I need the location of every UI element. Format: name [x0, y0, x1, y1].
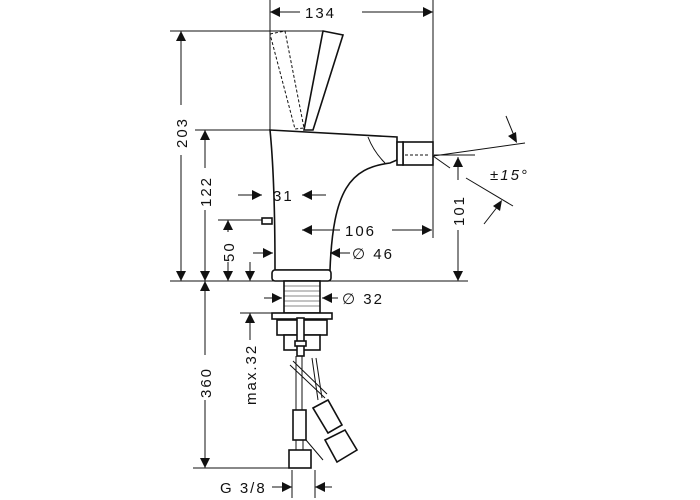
dimension-g38: G 3/8 [220, 470, 332, 498]
dim-hose-length: 360 [198, 367, 215, 398]
dimension-diameter-32: ∅ 32 [264, 291, 384, 308]
dim-pin-height: 50 [221, 241, 238, 262]
dim-spout-height: 101 [451, 195, 468, 226]
dimension-122: 122 [198, 130, 215, 281]
dim-height-body: 122 [198, 176, 215, 207]
dimension-angle: ±15° [432, 115, 529, 225]
faucet-body [261, 30, 434, 282]
dimension-31: 31 [238, 188, 326, 205]
dimension-diameter-46: ∅ 46 [253, 246, 394, 263]
dim-hose-thread: G 3/8 [220, 480, 267, 497]
dimension-max-32: max.32 [243, 313, 260, 405]
dimension-101: 101 [451, 157, 468, 281]
shank-and-hoses [271, 280, 359, 469]
dimension-203: 203 [174, 31, 191, 281]
dimension-134: 134 [270, 5, 433, 22]
dimension-360: 360 [198, 281, 215, 468]
dim-width-total: 134 [305, 5, 336, 22]
dim-pin-offset: 31 [273, 188, 294, 205]
dimension-50: 50 [221, 220, 255, 281]
dim-height-total: 203 [174, 117, 191, 148]
dim-base-diameter: ∅ 46 [352, 246, 394, 263]
dim-spout-reach: 106 [345, 223, 376, 240]
dimension-106: 106 [302, 223, 432, 240]
dim-max-deck: max.32 [243, 344, 260, 405]
dim-spout-angle: ±15° [490, 167, 529, 184]
dim-shank-diameter: ∅ 32 [342, 291, 384, 308]
